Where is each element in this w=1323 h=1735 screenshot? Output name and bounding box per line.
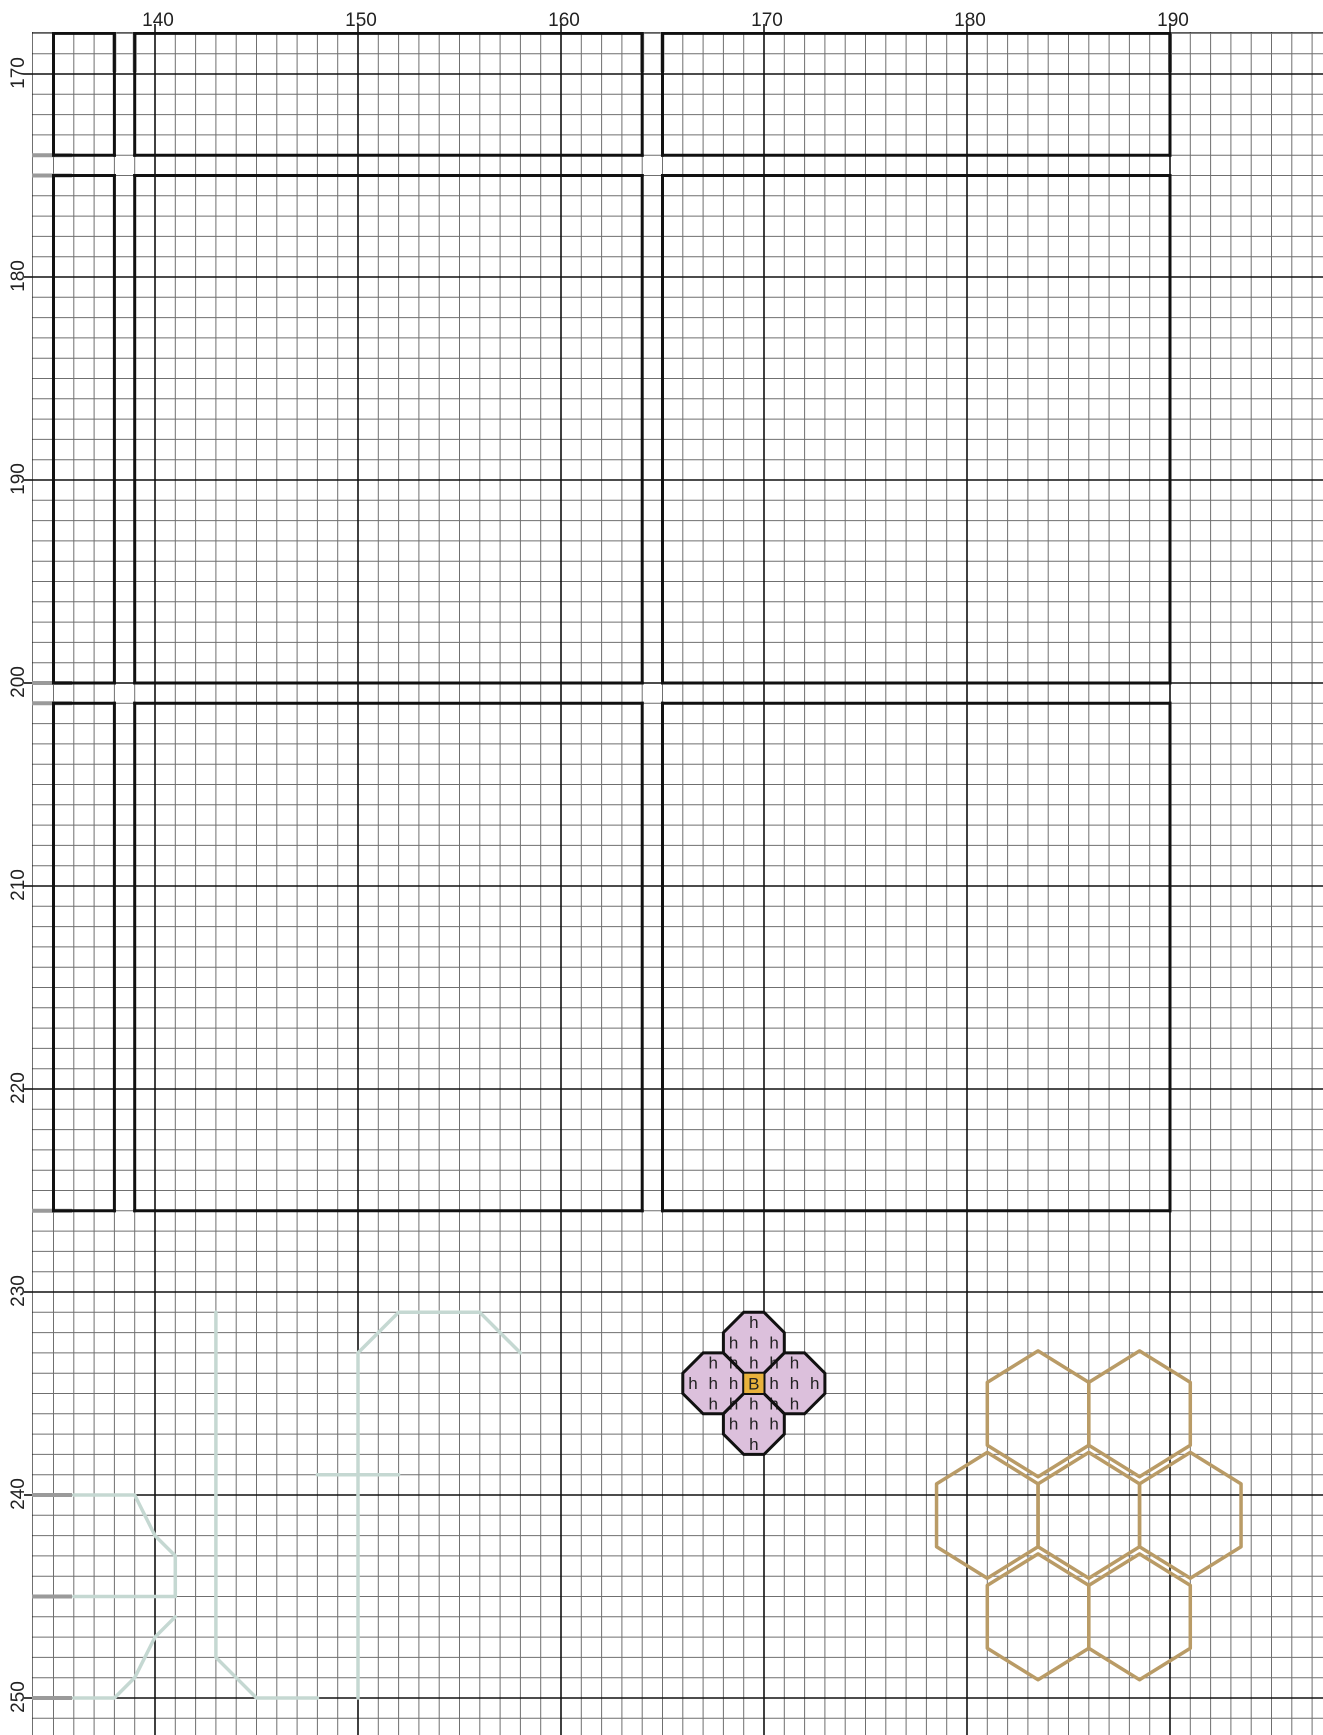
y-tick-label: 170 [8,57,29,89]
flower-cell-symbol: h [790,1394,799,1413]
flower-center-symbol: B [748,1374,759,1393]
x-tick-label: 150 [345,10,377,31]
y-tick-label: 190 [8,463,29,495]
y-tick-label: 210 [8,869,29,901]
x-tick-label: 170 [751,10,783,31]
flower-cell-symbol: h [729,1374,738,1393]
flower-cell-symbol: h [749,1333,758,1352]
flower-cell-symbol: h [709,1374,718,1393]
y-tick-label: 180 [8,260,29,292]
flower-cell-symbol: h [769,1374,778,1393]
y-tick-label: 230 [8,1275,29,1307]
flower-cell-symbol: h [729,1415,738,1434]
flower-cell-symbol: h [810,1374,819,1393]
flower-cell-symbol: h [749,1394,758,1413]
flower-cell-symbol: h [769,1333,778,1352]
flower-cell-symbol: h [790,1374,799,1393]
flower-cell-symbol: h [790,1354,799,1373]
x-tick-label: 190 [1157,10,1189,31]
flower-cell-symbol: h [749,1313,758,1332]
flower-cell-symbol: h [729,1333,738,1352]
x-tick-label: 140 [142,10,174,31]
y-tick-label: 220 [8,1072,29,1104]
flower-cell-symbol: h [749,1435,758,1454]
flower-cell-symbol: h [688,1374,697,1393]
flower-cell-symbol: h [709,1354,718,1373]
x-tick-label: 180 [954,10,986,31]
y-tick-label: 240 [8,1478,29,1510]
top-label-band [0,0,1323,32]
x-tick-label: 160 [548,10,580,31]
flower-cell-symbol: h [749,1354,758,1373]
flower-cell-symbol: h [749,1415,758,1434]
y-tick-label: 250 [8,1681,29,1713]
flower-cell-symbol: h [769,1415,778,1434]
y-tick-label: 200 [8,666,29,698]
flower-cell-symbol: h [709,1394,718,1413]
